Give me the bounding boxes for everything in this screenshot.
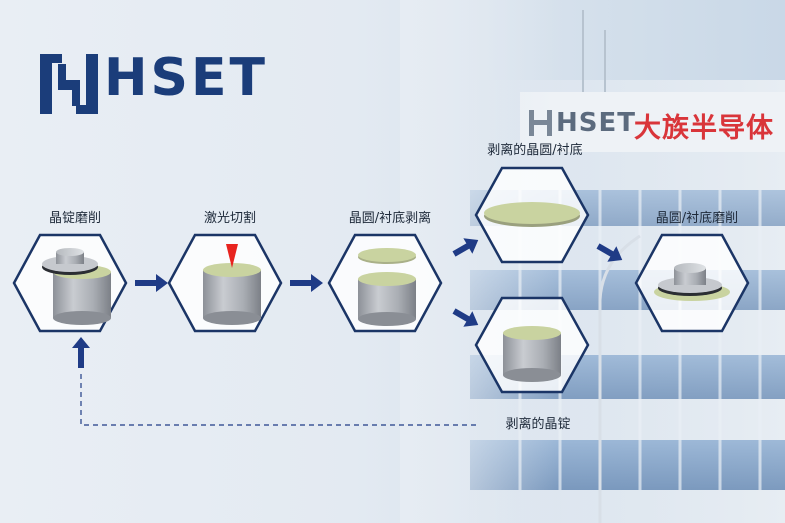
logo-emblem — [40, 54, 98, 114]
arrow-loop-up — [72, 337, 90, 368]
peeled-wafer-illustration — [484, 202, 580, 227]
label-peeled-ingot: 剥离的晶锭 — [505, 417, 571, 432]
ingot-grinding-illustration — [42, 248, 111, 325]
peeled-ingot-illustration — [503, 326, 561, 382]
arrow-2 — [290, 274, 323, 292]
label-wafer-grinding: 晶圆/衬底磨削 — [655, 211, 739, 226]
wafer-grinding-illustration — [654, 263, 730, 301]
arrow-5 — [596, 243, 623, 262]
building-sign-brand: HSET — [556, 108, 636, 138]
arrow-1 — [135, 274, 168, 292]
flow-arrows — [72, 238, 623, 368]
label-laser-cutting: 激光切割 — [203, 211, 257, 226]
laser-cutting-illustration — [203, 244, 261, 325]
laser-beam — [226, 244, 238, 268]
arrow-3 — [452, 238, 479, 257]
brand-wordmark: HSET — [104, 48, 268, 108]
arrow-4 — [452, 308, 479, 327]
building-sign-company: 大族半导体 — [634, 113, 774, 144]
label-wafer-peeling: 晶圆/衬底剥离 — [348, 211, 432, 226]
sign-emblem — [529, 110, 552, 136]
label-peeled-wafer: 剥离的晶圆/衬底 — [487, 143, 583, 158]
label-ingot-grinding: 晶锭磨削 — [48, 211, 102, 226]
wafer-peeling-illustration — [358, 248, 416, 326]
